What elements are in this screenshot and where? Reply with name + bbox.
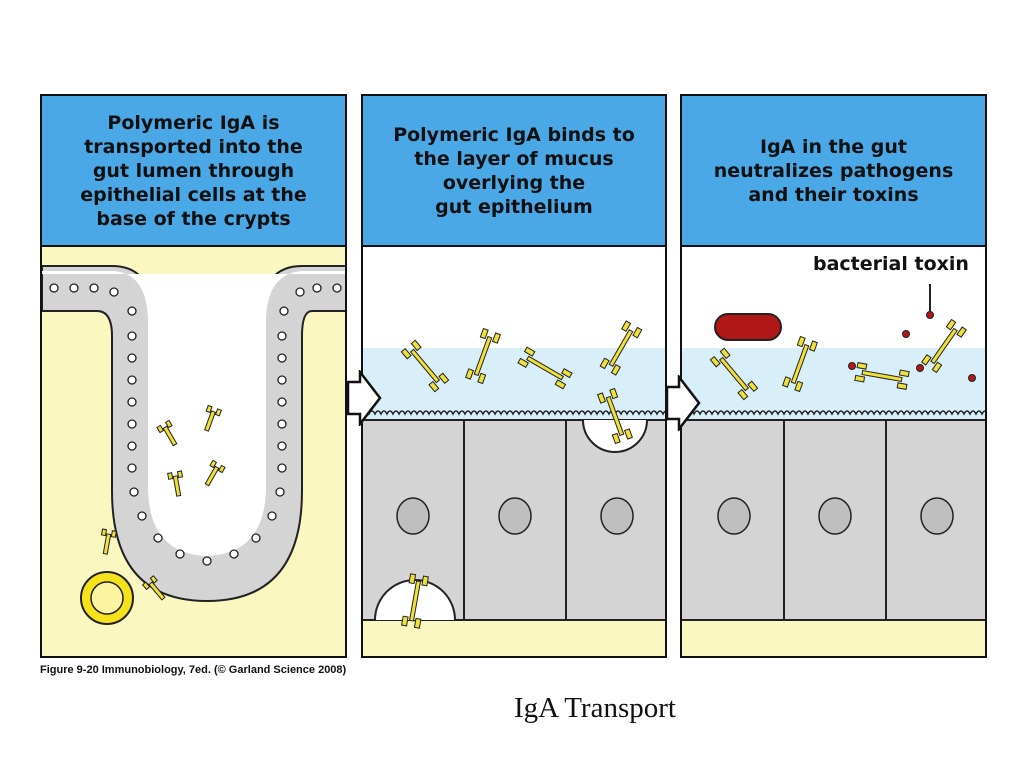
panel-heading: IgA in the gut neutralizes pathogens and… [713,135,954,206]
crypt-illustration [42,245,345,656]
panel-mucus-binding: Polymeric IgA binds to the layer of mucu… [361,94,667,658]
panel-heading-box: IgA in the gut neutralizes pathogens and… [682,96,985,247]
panel-crypt-transport: Polymeric IgA is transported into the gu… [40,94,347,658]
slide-title: IgA Transport [514,692,676,724]
panel-heading-box: Polymeric IgA binds to the layer of mucu… [363,96,665,247]
bacterial-toxin-label: bacterial toxin [813,253,969,275]
panel-heading: Polymeric IgA is transported into the gu… [80,111,307,230]
neutralization-illustration [682,284,985,656]
panel-neutralization: IgA in the gut neutralizes pathogens and… [680,94,987,658]
panel-heading: Polymeric IgA binds to the layer of mucu… [393,123,635,218]
right-arrow-icon [346,370,382,426]
figure-caption: Figure 9-20 Immunobiology, 7ed. (© Garla… [40,664,347,676]
panel-heading-box: Polymeric IgA is transported into the gu… [42,96,345,247]
mucus-illustration [363,320,665,656]
right-arrow-icon [665,375,701,431]
